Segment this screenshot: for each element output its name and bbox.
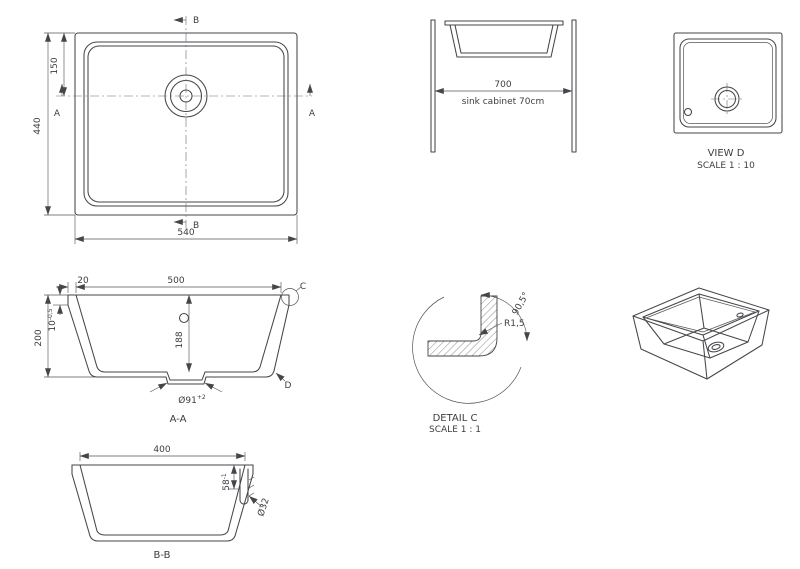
view-d-title: VIEW D bbox=[708, 148, 745, 159]
view-d-small-hole bbox=[683, 107, 693, 117]
dim-outlet-32: Ø32 bbox=[256, 497, 272, 518]
section-bb-profile bbox=[71, 464, 254, 542]
view-d: VIEW D SCALE 1 : 10 bbox=[673, 32, 783, 171]
plan-centerlines bbox=[56, 16, 312, 228]
plan-view: A A B B 440 150 540 bbox=[33, 16, 316, 244]
detail-c-title: DETAIL C bbox=[433, 413, 478, 424]
cabinet-caption: sink cabinet 70cm bbox=[462, 97, 544, 107]
dim-height-440: 440 bbox=[33, 117, 43, 134]
section-marker-b-bottom: B bbox=[193, 221, 199, 231]
detail-markers: C D bbox=[275, 282, 306, 391]
dim-overflow-58: 58-1 bbox=[221, 473, 232, 491]
iso-overflow-hole bbox=[736, 312, 744, 318]
section-aa-label: A-A bbox=[170, 414, 187, 425]
section-line-b: B B bbox=[173, 16, 199, 231]
dim-cabinet-700: 700 bbox=[494, 80, 511, 90]
detail-section-material bbox=[427, 295, 498, 357]
section-a-a-view: 20 500 10-0,5 200 188 Ø91+2 C D A-A bbox=[34, 276, 306, 425]
iso-rim-inner2 bbox=[644, 296, 757, 333]
detail-c-scale: SCALE 1 : 1 bbox=[429, 425, 481, 435]
dim-opening-400: 400 bbox=[153, 445, 170, 455]
detail-c-circle bbox=[281, 288, 299, 306]
section-aa-profile bbox=[67, 294, 290, 385]
dim-radius-r15: R1,5 bbox=[504, 319, 525, 329]
iso-bowl-bottom bbox=[663, 327, 749, 359]
detail-marker-d: D bbox=[285, 381, 292, 391]
dim-edge-10: 10-0,5 bbox=[47, 308, 58, 331]
dim-drain-offset-150: 150 bbox=[50, 57, 60, 74]
section-marker-b-top: B bbox=[193, 16, 199, 26]
iso-drain bbox=[707, 341, 725, 353]
section-bb-dimensions: 400 58-1 Ø32 bbox=[79, 445, 272, 518]
dim-opening-500: 500 bbox=[167, 276, 184, 286]
dim-rim-20: 20 bbox=[77, 276, 89, 286]
detail-marker-c: C bbox=[300, 282, 306, 292]
iso-outer-body bbox=[632, 309, 770, 380]
dim-drain-91: Ø91+2 bbox=[178, 394, 206, 406]
cabinet-sink-section bbox=[444, 20, 564, 58]
cabinet-dimension: 700 sink cabinet 70cm bbox=[434, 80, 573, 107]
view-d-outline bbox=[673, 32, 783, 134]
section-marker-a-left: A bbox=[54, 109, 61, 119]
section-bb-drain-channel bbox=[239, 468, 255, 505]
section-marker-a-right: A bbox=[309, 109, 316, 119]
dim-width-540: 540 bbox=[177, 228, 194, 238]
dim-angle-905: 90,5° bbox=[511, 291, 532, 317]
view-d-drain bbox=[683, 83, 743, 117]
section-b-b-view: 400 58-1 Ø32 B-B bbox=[71, 445, 272, 561]
dim-depth-200: 200 bbox=[34, 329, 44, 346]
detail-boundary-arc bbox=[412, 296, 522, 404]
view-d-scale: SCALE 1 : 10 bbox=[697, 161, 755, 171]
iso-bowl-wall-edges bbox=[642, 293, 760, 359]
section-bb-label: B-B bbox=[154, 550, 171, 561]
section-aa-dimensions: 20 500 10-0,5 200 188 Ø91+2 bbox=[34, 276, 282, 406]
cabinet-front-view: 700 sink cabinet 70cm bbox=[430, 19, 577, 153]
section-aa-overflow-hole bbox=[178, 312, 190, 324]
isometric-view bbox=[632, 287, 770, 380]
plan-dimensions: 440 150 540 bbox=[33, 32, 298, 244]
dim-inner-depth-188: 188 bbox=[175, 331, 185, 348]
detail-c-view: 90,5° R1,5 DETAIL C SCALE 1 : 1 bbox=[412, 291, 532, 435]
cabinet-side-panels bbox=[430, 19, 577, 153]
